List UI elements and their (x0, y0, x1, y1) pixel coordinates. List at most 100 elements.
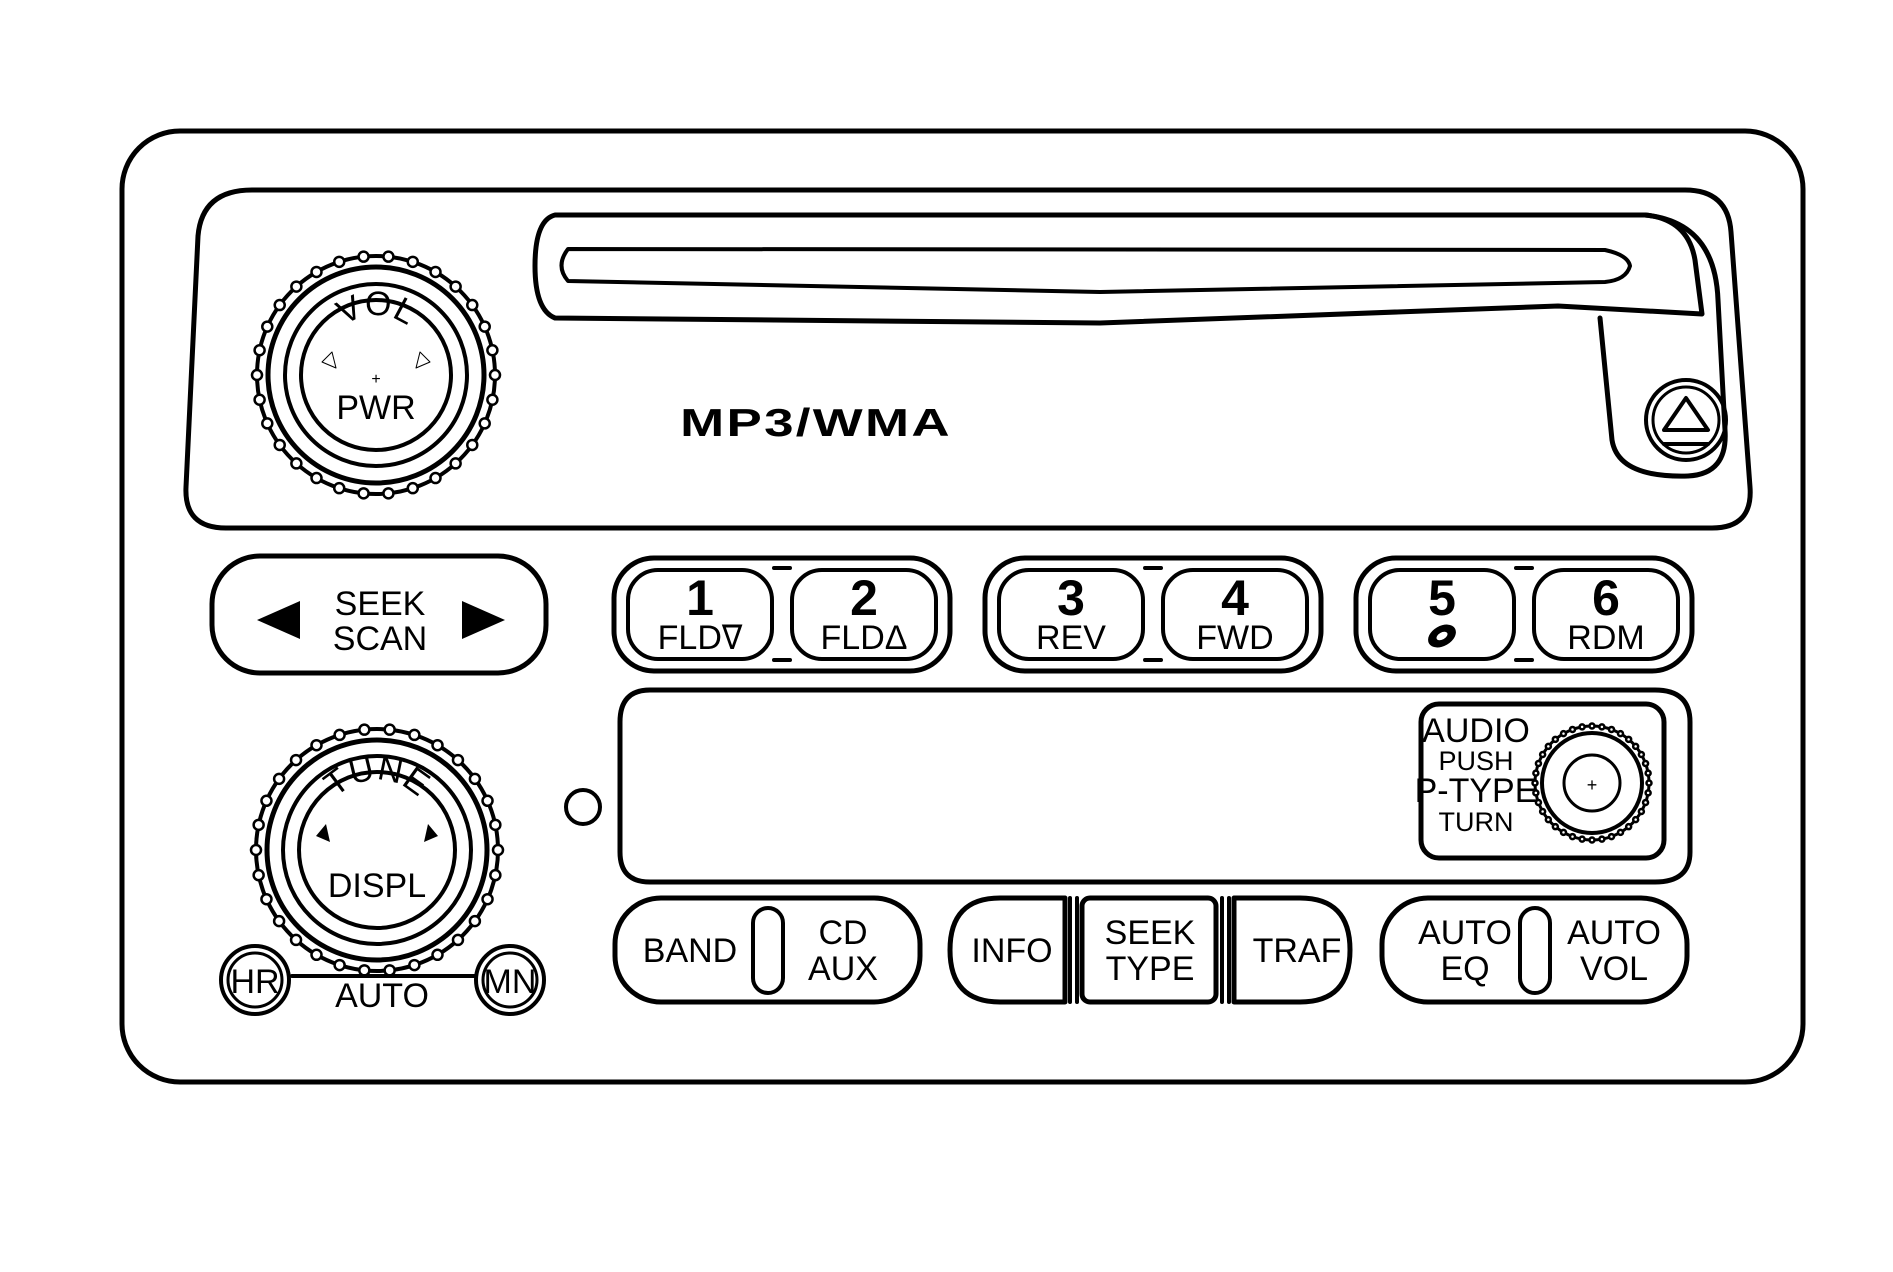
audio-knob[interactable]: + (1531, 722, 1653, 844)
minute-button[interactable]: MN (474, 944, 546, 1016)
ptype-label: P-TYPE (1415, 772, 1538, 810)
knob-knurl-bump (1534, 798, 1543, 807)
preset-number: 6 (1592, 570, 1620, 626)
knob-knurl-bump (1551, 735, 1560, 744)
audio-ptype-control[interactable]: AUDIO PUSH P-TYPE TURN + (1415, 701, 1667, 861)
knob-knurl-bump (1607, 832, 1616, 841)
knob-knurl-bump (468, 772, 482, 786)
audio-label: AUDIO (1422, 712, 1530, 750)
preset-number: 3 (1057, 570, 1085, 626)
seek-type-label-1[interactable]: SEEK (1105, 914, 1196, 952)
format-logo: MP3/WMA (680, 401, 952, 445)
preset-5-button[interactable]: 5 (1368, 568, 1516, 661)
aux-label[interactable]: AUX (808, 950, 878, 988)
knob-knurl-bump (1598, 835, 1606, 843)
cd-panel (183, 187, 1753, 531)
volume-up-arrow-icon (415, 351, 431, 369)
knob-knurl-bump (406, 255, 420, 269)
knob-knurl-bump (1631, 815, 1640, 824)
knob-knurl-bump (272, 914, 286, 928)
auto-eq-label-2[interactable]: EQ (1440, 950, 1489, 988)
knob-knurl-bump (449, 280, 462, 293)
knob-knurl-bump (466, 298, 479, 312)
knob-knurl-bump (1578, 723, 1586, 731)
band-button[interactable]: BAND (643, 932, 737, 970)
knob-knurl-bump (1641, 798, 1650, 807)
knob-knurl-bump (1538, 807, 1547, 816)
knob-knurl-bump (1598, 723, 1606, 731)
knob-knurl-bump (310, 265, 323, 279)
knob-knurl-bump (1644, 769, 1652, 777)
knob-knurl-bump (252, 868, 265, 882)
knob-knurl-bump (289, 753, 303, 767)
knob-knurl-bump (252, 818, 265, 832)
seek-forward-arrow-icon (462, 601, 505, 639)
knob-knurl-bump (1607, 725, 1616, 734)
preset-4-button[interactable]: 4 FWD (1161, 568, 1309, 661)
preset-3-button[interactable]: 3 REV (997, 568, 1145, 661)
seek-label: SEEK (335, 585, 426, 623)
minute-label: MN (484, 963, 537, 1001)
hour-button[interactable]: HR (219, 944, 291, 1016)
volume-power-knob[interactable]: VOL + PWR (250, 250, 502, 500)
knob-knurl-bump (332, 255, 346, 269)
seek-scan-button[interactable]: SEEK SCAN (209, 553, 549, 676)
knob-knurl-bump (290, 280, 303, 293)
knob-knurl-bump (250, 368, 264, 382)
knob-knurl-bump (260, 794, 273, 808)
knob-knurl-bump (310, 738, 323, 752)
knob-knurl-bump (489, 818, 502, 832)
seek-type-label-2[interactable]: TYPE (1106, 950, 1195, 988)
knob-knurl-bump (489, 868, 502, 882)
auto-vol-label-2[interactable]: VOL (1580, 950, 1648, 988)
tune-display-knob[interactable]: TUNE DISPL (249, 723, 505, 977)
preset-2-button[interactable]: 2 FLDΔ (790, 568, 938, 661)
knob-knurl-bump (408, 728, 421, 742)
knob-knurl-bump (253, 344, 266, 357)
power-label: PWR (336, 389, 415, 427)
knob-knurl-bump (290, 457, 303, 470)
band-cd-aux-rocker (612, 895, 923, 1005)
clock-auto-label: AUTO (335, 977, 429, 1015)
info-button[interactable]: INFO (971, 932, 1052, 970)
cd-label[interactable]: CD (818, 914, 867, 952)
knob-knurl-bump (1568, 832, 1577, 841)
knob-knurl-bump (429, 265, 442, 279)
knob-knurl-bump (481, 892, 494, 906)
preset-group-5-6 (1353, 555, 1695, 674)
knob-knurl-bump (249, 843, 263, 857)
knob-knurl-bump (333, 958, 346, 972)
knob-knurl-bump (1538, 750, 1547, 759)
knob-knurl-bump (488, 368, 502, 382)
knob-knurl-bump (253, 393, 266, 406)
knob-knurl-bump (1559, 828, 1568, 837)
preset-number: 2 (850, 570, 878, 626)
preset-label: FLDΔ (821, 619, 908, 657)
info-seektype-traf-group (947, 895, 1353, 1005)
volume-plus-sign: + (371, 371, 380, 388)
knob-knurl-bump (481, 794, 494, 808)
cd-slot (532, 212, 1705, 326)
knob-knurl-bump (273, 438, 286, 452)
knob-knurl-bump (1637, 807, 1646, 816)
auto-eq-label-1[interactable]: AUTO (1418, 914, 1512, 952)
knob-knurl-bump (383, 964, 396, 977)
knob-knurl-bump (1624, 822, 1633, 831)
preset-1-button[interactable]: 1 FLD∇ (626, 568, 774, 661)
knob-knurl-bump (431, 948, 444, 962)
knob-knurl-bump (357, 250, 370, 263)
auto-vol-label-1[interactable]: AUTO (1567, 914, 1661, 952)
preset-6-button[interactable]: 6 RDM (1532, 568, 1680, 661)
knob-knurl-bump (449, 457, 462, 470)
knob-knurl-bump (1631, 742, 1640, 751)
knob-knurl-bump (1544, 742, 1553, 751)
push-label: PUSH (1438, 746, 1513, 776)
traf-button[interactable]: TRAF (1253, 932, 1342, 970)
knob-knurl-bump (1588, 836, 1596, 844)
repeat-icon (1428, 624, 1456, 648)
knob-knurl-bump (1551, 822, 1560, 831)
knob-knurl-bump (486, 393, 499, 406)
knob-knurl-bump (1644, 789, 1652, 797)
eject-button[interactable] (1597, 212, 1728, 479)
